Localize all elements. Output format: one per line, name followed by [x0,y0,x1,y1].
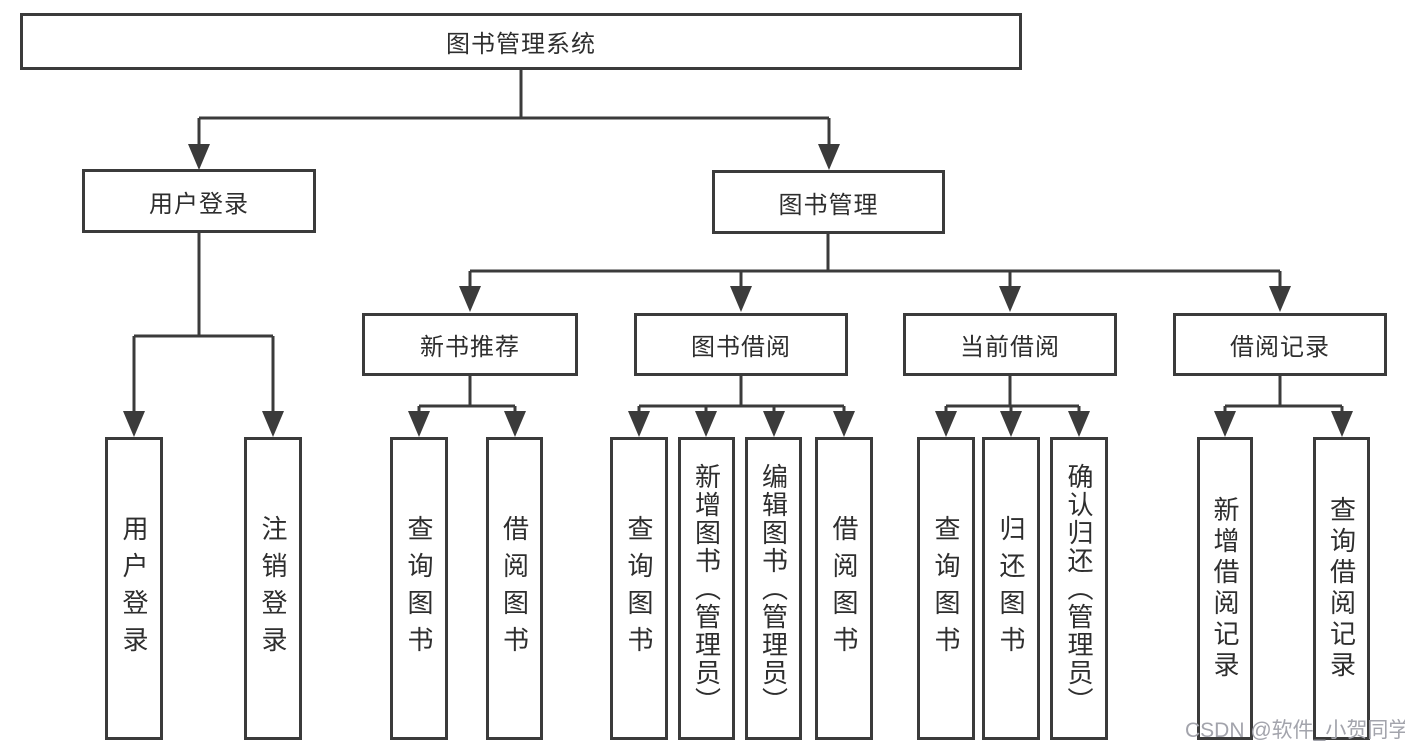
leaf-query-borrow-record: 查询借阅记录 [1313,437,1370,740]
leaf-label: 归还图书 [996,514,1026,663]
connector-borrowing-records [1223,376,1344,417]
arrow-down-icon [818,144,840,170]
node-label: 图书借阅 [691,334,791,361]
node-user-login: 用户登录 [82,169,316,233]
arrow-down-icon [262,411,284,437]
arrow-down-icon [628,411,650,437]
node-label: 图书管理 [778,191,879,219]
leaf-borrow-books-2: 借阅图书 [815,437,873,740]
node-new-book-recommendation: 新书推荐 [362,313,578,376]
connector-current-borrowing [944,376,1081,417]
arrowheads [123,144,1353,437]
arrow-down-icon [935,411,957,437]
arrow-down-icon [188,144,210,170]
leaf-query-books-1: 查询图书 [390,437,448,740]
node-book-borrowing: 图书借阅 [634,313,848,376]
leaf-confirm-return-admin: 确认归还（管理员） [1050,437,1108,740]
arrow-down-icon [1214,411,1236,437]
leaf-query-books-2: 查询图书 [610,437,668,740]
leaf-label: 新增借阅记录 [1210,495,1240,682]
leaf-label: 确认归还（管理员） [1064,462,1094,715]
leaf-label: 借阅图书 [499,514,530,663]
arrow-down-icon [730,286,752,312]
node-borrowing-records: 借阅记录 [1173,313,1387,376]
node-book-management: 图书管理 [712,170,945,234]
node-label: 当前借阅 [960,334,1060,361]
leaf-add-borrow-record: 新增借阅记录 [1197,437,1253,740]
leaf-label: 查询图书 [931,514,961,663]
arrow-down-icon [408,411,430,437]
node-label: 借阅记录 [1230,334,1330,361]
arrow-down-icon [1068,411,1090,437]
leaf-edit-book-admin: 编辑图书（管理员） [745,437,802,740]
leaf-label: 借阅图书 [829,514,859,663]
leaf-label: 查询图书 [624,514,654,663]
connector-root [197,70,831,146]
leaf-borrow-books-1: 借阅图书 [486,437,543,740]
arrow-down-icon [123,411,145,437]
connector-new-book-recommendation [417,376,517,417]
leaf-label: 注销登录 [258,514,288,663]
arrow-down-icon [1000,411,1022,437]
arrow-down-icon [763,411,785,437]
arrow-down-icon [695,411,717,437]
arrow-down-icon [1269,286,1291,312]
leaf-query-books-3: 查询图书 [917,437,975,740]
leaf-logout: 注销登录 [244,437,302,740]
leaf-add-book-admin: 新增图书（管理员） [678,437,735,740]
node-label: 图书管理系统 [446,31,596,58]
watermark: CSDN @软件_小贺同学 [1185,719,1405,742]
arrow-down-icon [1331,411,1353,437]
leaf-label: 编辑图书（管理员） [758,462,789,715]
connector-book-management [468,234,1282,289]
arrow-down-icon [459,286,481,312]
arrow-down-icon [504,411,526,437]
leaf-return-books: 归还图书 [982,437,1040,740]
connector-book-borrowing [637,376,846,417]
node-library-management-system: 图书管理系统 [20,13,1022,70]
node-label: 新书推荐 [420,334,520,361]
leaf-user-login: 用户登录 [105,437,163,740]
leaf-label: 查询图书 [404,514,434,663]
node-current-borrowing: 当前借阅 [903,313,1117,376]
arrow-down-icon [999,286,1021,312]
connector-user-login [132,233,275,413]
leaf-label: 查询借阅记录 [1326,495,1357,682]
node-label: 用户登录 [149,190,249,218]
leaf-label: 新增图书（管理员） [691,462,722,715]
arrow-down-icon [833,411,855,437]
leaf-label: 用户登录 [119,514,149,663]
